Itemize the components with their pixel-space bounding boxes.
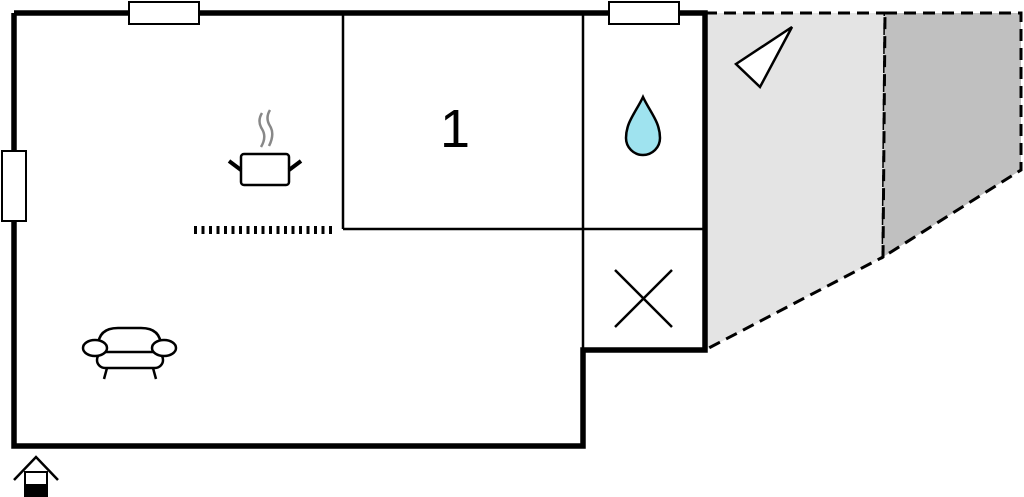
bed-cross-icon (614, 269, 673, 328)
room-number: 1 (440, 99, 470, 159)
water-drop-icon (624, 94, 662, 157)
outer-walls (11, 10, 708, 449)
sofa-icon (81, 326, 178, 380)
interior-walls (341, 13, 705, 350)
kitchen-pot-icon (227, 109, 303, 187)
entrance-house-icon (13, 455, 59, 497)
compass-triangle-icon (734, 25, 794, 90)
window (128, 1, 200, 25)
terrace-area (703, 11, 887, 353)
window (608, 1, 680, 25)
window (1, 150, 27, 222)
terrace-covered-area (881, 11, 1023, 260)
